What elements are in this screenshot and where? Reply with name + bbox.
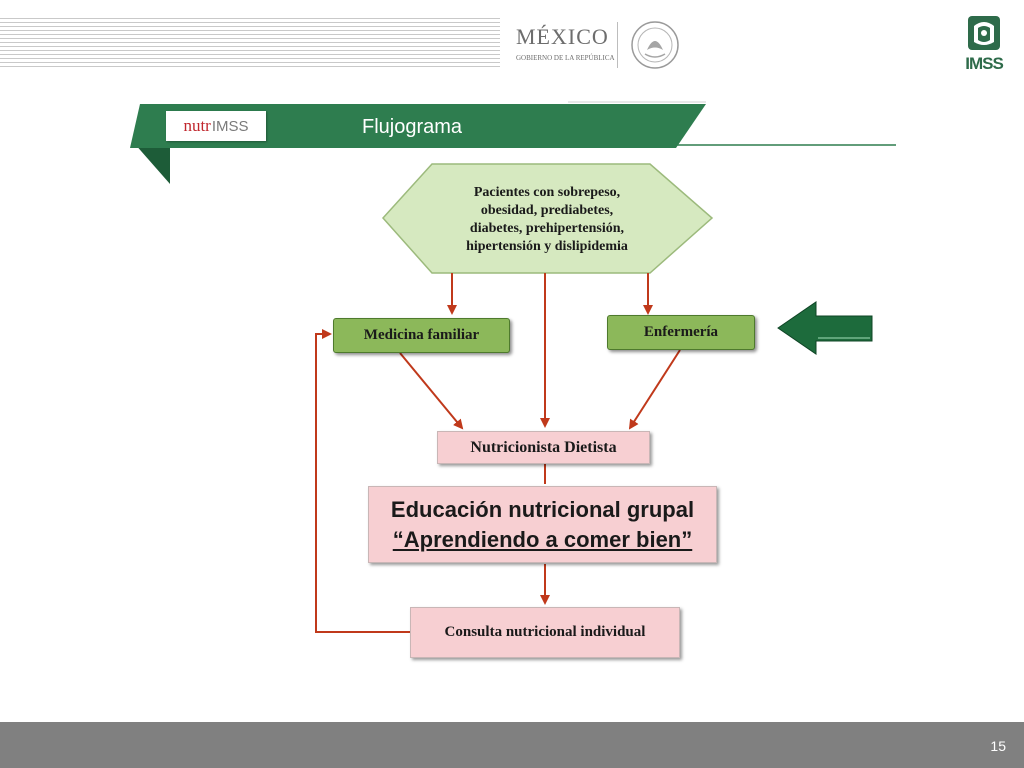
footer-bar bbox=[0, 722, 1024, 768]
nutricionista-box: Nutricionista Dietista bbox=[437, 431, 650, 464]
hexagon-line: diabetes, prehipertensión, bbox=[469, 221, 625, 236]
logo-part-imss: IMSS bbox=[211, 117, 249, 135]
arrow-enfermeria-to-nutricionista bbox=[628, 349, 681, 430]
page-number: 15 bbox=[990, 738, 1006, 754]
medicina-familiar-box: Medicina familiar bbox=[333, 318, 510, 353]
enfermeria-box: Enfermería bbox=[607, 315, 755, 350]
hexagon-line: hipertensión y dislipidemia bbox=[466, 239, 628, 254]
hexagon-line: obesidad, prediabetes, bbox=[480, 203, 614, 218]
header-stripes bbox=[0, 18, 500, 68]
logo-divider bbox=[617, 22, 618, 68]
educacion-line-1: Educación nutricional grupal bbox=[390, 496, 695, 522]
educacion-box: Educación nutricional grupal “Aprendiend… bbox=[368, 486, 717, 563]
highlight-arrow-icon bbox=[777, 301, 873, 355]
hexagon-line: Pacientes con sobrepeso, bbox=[473, 185, 621, 200]
arrow-medicina-to-nutricionista bbox=[399, 352, 464, 430]
logo-part-nutri: nutr bbox=[183, 116, 211, 135]
seal-icon bbox=[631, 21, 679, 69]
page-title: Flujograma bbox=[362, 116, 463, 138]
government-word: GOBIERNO DE LA REPÚBLICA bbox=[516, 54, 615, 62]
title-banner bbox=[130, 101, 896, 184]
patients-hexagon bbox=[381, 163, 714, 274]
nutrimss-logo: nutr IMSS bbox=[166, 111, 266, 141]
patients-hexagon-text: Pacientes con sobrepeso, obesidad, predi… bbox=[440, 180, 654, 260]
mexico-logo: MÉXICO GOBIERNO DE LA REPÚBLICA bbox=[508, 20, 615, 68]
imss-word: IMSS bbox=[965, 54, 1004, 73]
educacion-line-2: “Aprendiendo a comer bien” bbox=[392, 526, 693, 552]
arrow-consulta-loop-to-medicina bbox=[315, 329, 410, 633]
mexico-word: MÉXICO bbox=[516, 24, 609, 49]
imss-logo: IMSS bbox=[960, 14, 1008, 74]
consulta-box: Consulta nutricional individual bbox=[410, 607, 680, 658]
imss-emblem-icon bbox=[968, 16, 1000, 50]
